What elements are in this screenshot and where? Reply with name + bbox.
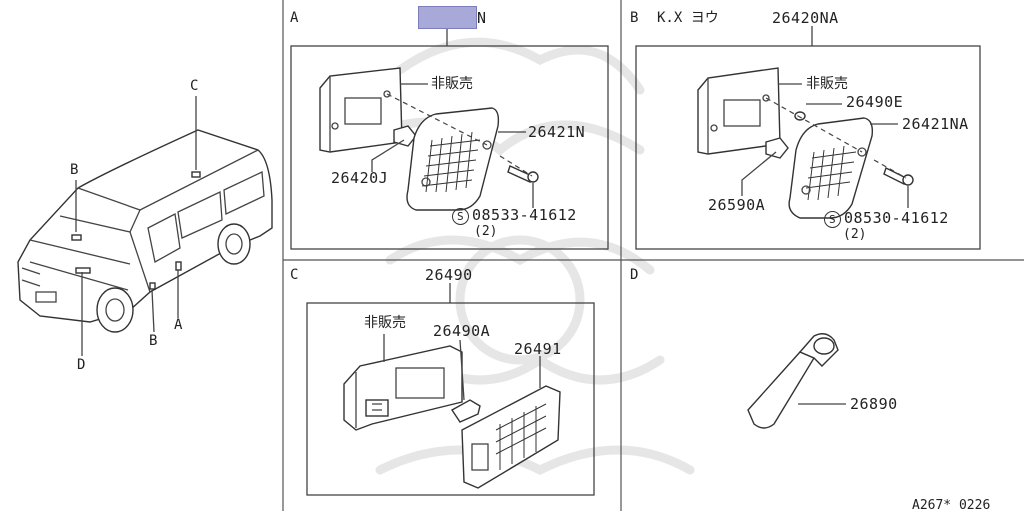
panel-c-drawing	[343, 283, 561, 489]
part-26890[interactable]: 26890	[850, 395, 898, 413]
panel-c-letter: C	[290, 267, 299, 283]
panel-b-not-sold-label: 非販売	[806, 76, 848, 92]
callout-a: A	[174, 317, 183, 333]
screw-qty-a: (2)	[474, 224, 498, 239]
panel-d-letter: D	[630, 267, 639, 283]
part-26421NA[interactable]: 26421NA	[902, 115, 969, 133]
screw-symbol-a: S	[452, 208, 469, 225]
screw-qty-b: (2)	[843, 227, 867, 242]
screw-symbol-a-text: S	[452, 208, 469, 225]
panel-b-variant: K.X ヨウ	[657, 10, 719, 26]
part-08533-41612[interactable]: 08533-41612	[472, 206, 577, 224]
panel-b-drawing	[697, 26, 914, 219]
part-26420NA[interactable]: 26420NA	[772, 9, 839, 27]
panel-b-letter: B	[630, 10, 639, 26]
vehicle-drawing	[17, 96, 273, 356]
frame-a	[290, 45, 609, 250]
panel-a-not-sold-label: 非販売	[431, 76, 473, 92]
part-08530-41612[interactable]: 08530-41612	[844, 209, 949, 227]
panel-a-header-part: N	[477, 9, 487, 27]
frame-b	[635, 45, 981, 250]
part-26490[interactable]: 26490	[425, 266, 473, 284]
panel-d-drawing	[747, 333, 846, 429]
panel-a-drawing	[319, 29, 539, 211]
screw-symbol-b-text: S	[824, 211, 841, 228]
callout-d: D	[77, 357, 86, 373]
part-26490A[interactable]: 26490A	[433, 322, 491, 340]
panel-a-letter: A	[290, 10, 299, 26]
screw-symbol-b: S	[824, 211, 841, 228]
part-26590A[interactable]: 26590A	[708, 196, 766, 214]
highlighted-part-tag[interactable]	[418, 6, 477, 29]
callout-b-roof: B	[70, 162, 79, 178]
diagram-code: A267* 0226	[912, 498, 991, 513]
callout-b-side: B	[149, 333, 158, 349]
panel-c-not-sold-label: 非販売	[364, 315, 406, 331]
part-26491[interactable]: 26491	[514, 340, 562, 358]
part-26490E[interactable]: 26490E	[846, 93, 904, 111]
callout-c: C	[190, 78, 199, 94]
part-26421N[interactable]: 26421N	[528, 123, 586, 141]
part-26420J[interactable]: 26420J	[331, 169, 389, 187]
